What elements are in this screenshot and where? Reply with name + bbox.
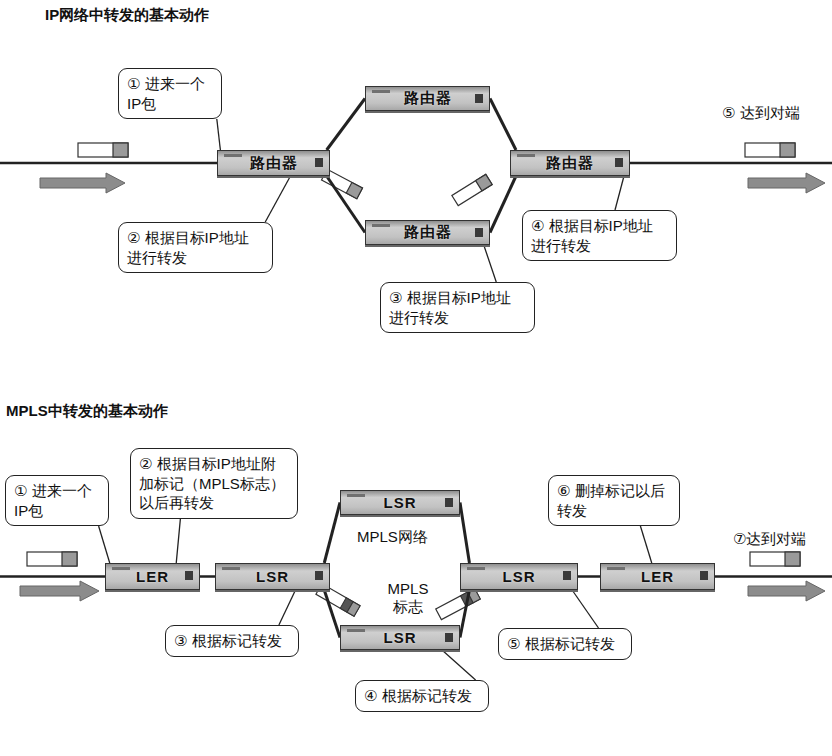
- note-label: ⑤ 达到对端: [722, 104, 800, 122]
- node-text: ① 进来一个 IP包: [127, 74, 213, 113]
- flow-arrow: [748, 581, 825, 601]
- callout-box: ③ 根据标记转发: [165, 625, 299, 657]
- labeled-packet: [436, 588, 480, 619]
- note-label: MPLS 标志: [381, 580, 435, 616]
- node-text: ⑤ 根据标记转发: [507, 634, 623, 654]
- router-box: 路由器: [365, 220, 490, 245]
- router-box: LER: [600, 563, 715, 590]
- ip-packet: [745, 143, 795, 157]
- network-link: [324, 503, 340, 564]
- network-link: [327, 99, 365, 151]
- node-text: LER: [641, 568, 674, 585]
- leader-line: [615, 176, 624, 210]
- node-text: LSR: [256, 568, 289, 585]
- section-title: MPLS中转发的基本动作: [6, 402, 168, 420]
- note-label: MPLS网络: [357, 528, 428, 546]
- callout-box: ① 进来一个 IP包: [5, 475, 109, 526]
- router-box: LER: [105, 563, 200, 590]
- node-text: LER: [136, 568, 169, 585]
- network-line: [630, 162, 832, 165]
- router-box: LSR: [340, 625, 460, 650]
- callout-box: ③ 根据目标IP地址 进行转发: [380, 282, 535, 333]
- network-link: [578, 575, 600, 578]
- network-link: [200, 575, 215, 578]
- callout-box: ⑤ 根据标记转发: [498, 628, 632, 660]
- flow-arrow: [20, 581, 99, 601]
- callout-box: ② 根据目标IP地址附 加标记（MPLS标志） 以后再转发: [130, 448, 298, 519]
- node-text: ② 根据目标IP地址附 加标记（MPLS标志） 以后再转发: [139, 454, 289, 513]
- router-box: LSR: [215, 563, 330, 590]
- node-text: 路由器: [404, 223, 452, 242]
- network-link: [490, 99, 516, 151]
- leader-line: [265, 176, 290, 222]
- callout-box: ① 进来一个 IP包: [118, 68, 222, 119]
- router-box: 路由器: [217, 150, 330, 176]
- callout-box: ④ 根据标记转发: [355, 680, 489, 712]
- network-link: [324, 590, 340, 638]
- node-text: ④ 根据标记转发: [364, 686, 480, 706]
- network-link: [460, 503, 469, 564]
- node-text: ③ 根据目标IP地址 进行转发: [389, 288, 526, 327]
- leader-line: [442, 650, 476, 680]
- ip-packet: [750, 552, 800, 566]
- node-text: ③ 根据标记转发: [174, 631, 290, 651]
- network-line: [715, 575, 832, 578]
- node-text: LSR: [384, 629, 417, 646]
- network-line: [0, 162, 217, 165]
- network-link: [327, 176, 365, 233]
- network-line: [0, 575, 105, 578]
- leader-line: [572, 590, 598, 628]
- network-link: [460, 590, 469, 638]
- leader-line: [217, 119, 221, 150]
- ip-packet: [452, 174, 492, 205]
- node-text: 路由器: [546, 154, 594, 173]
- router-box: LSR: [340, 490, 460, 515]
- network-link: [490, 176, 516, 233]
- node-text: ④ 根据目标IP地址 进行转发: [531, 216, 668, 255]
- callout-box: ② 根据目标IP地址 进行转发: [118, 222, 273, 273]
- ip-packet: [27, 552, 77, 566]
- router-box: LSR: [460, 563, 578, 590]
- router-box: 路由器: [365, 86, 490, 111]
- ip-packet: [78, 143, 128, 157]
- leader-line: [484, 245, 497, 282]
- leader-line: [640, 526, 651, 563]
- node-text: LSR: [384, 494, 417, 511]
- note-label: ⑦达到对端: [733, 530, 806, 548]
- leader-line: [99, 526, 110, 563]
- callout-box: ⑥ 删掉标记以后 转发: [548, 475, 680, 526]
- leader-line: [176, 519, 180, 564]
- node-text: ② 根据目标IP地址 进行转发: [127, 228, 264, 267]
- node-text: 路由器: [404, 89, 452, 108]
- leader-line: [279, 590, 296, 625]
- flow-arrow: [748, 173, 825, 193]
- callout-box: ④ 根据目标IP地址 进行转发: [522, 210, 677, 261]
- node-text: ① 进来一个 IP包: [14, 481, 100, 520]
- diagram-title: IP网络中转发的基本动作: [45, 6, 209, 25]
- node-text: ⑥ 删掉标记以后 转发: [557, 481, 671, 520]
- router-box: 路由器: [510, 150, 630, 176]
- flow-arrow: [40, 173, 125, 193]
- node-text: LSR: [503, 568, 536, 585]
- node-text: 路由器: [250, 154, 298, 173]
